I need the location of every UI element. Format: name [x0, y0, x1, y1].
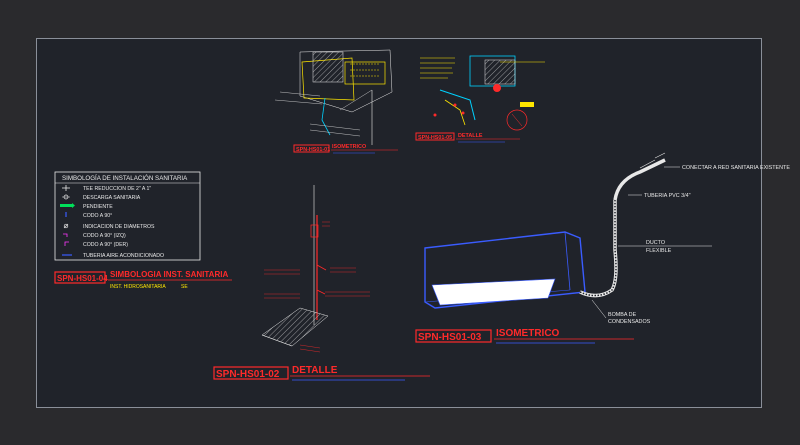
sheet-title: DETALLE — [292, 365, 338, 376]
annotation-pipe: TUBERIA PVC 3/4" — [644, 193, 691, 199]
legend-border — [54, 171, 201, 261]
title-block-legend: SPN-HS01-04 SIMBOLOGIA INST. SANITARIA I… — [54, 270, 232, 290]
annotation-pump-2: CONDENSADOS — [608, 319, 651, 325]
elbow-left-icon — [63, 233, 68, 237]
annotation-duct-2: FLEXIBLE — [646, 248, 672, 254]
sheet-title: DETALLE — [458, 133, 483, 139]
legend-header: SIMBOLOGÍA DE INSTALACIÓN SANITARIA — [62, 175, 188, 182]
sheet-title: ISOMETRICO — [496, 328, 560, 339]
sheet-scale: SE — [181, 284, 188, 290]
detail-top-left: SPN-HS01-01 ISOMETRICO — [274, 49, 398, 154]
annotation-pump-1: BOMBA DE — [608, 312, 637, 318]
legend-item-label: CODO A 90° (IZQ) — [83, 233, 126, 239]
legend-item-label: PENDIENTE — [83, 204, 113, 210]
drawing-sheet-frame — [36, 38, 762, 408]
sheet-code: SPN-HS01-03 — [418, 332, 482, 343]
sheet-code: SPN-HS01-02 — [216, 369, 280, 380]
sheet-code: SPN-HS01-05 — [418, 135, 452, 141]
legend-item-label: TUBERIA AIRE ACONDICIONADO — [83, 253, 164, 259]
sheet-title: ISOMETRICO — [332, 144, 366, 150]
legend-item-label: DESCARGA SANITARIA — [83, 195, 141, 201]
discharge-icon — [62, 194, 70, 200]
sheet-subtitle: INST. HIDROSANITARIA — [110, 284, 166, 290]
legend-table: SIMBOLOGÍA DE INSTALACIÓN SANITARIA — [54, 171, 201, 261]
legend-item-label: CODO A 90° (DER) — [83, 242, 128, 248]
detail-center-pipe: SPN-HS01-02 DETALLE — [213, 185, 430, 381]
legend-symbols — [60, 185, 75, 256]
diameter-icon — [63, 223, 69, 229]
tee-icon — [62, 185, 70, 191]
sheet-code: SPN-HS01-04 — [57, 274, 108, 283]
slope-arrow-icon — [60, 203, 75, 208]
isometric-ac-unit: CONECTAR A RED SANITARIA EXISTENTE TUBER… — [415, 152, 790, 344]
legend-item-label: INDICACION DE DIAMETROS — [83, 224, 155, 230]
sheet-title: SIMBOLOGIA INST. SANITARIA — [110, 270, 228, 279]
sheet-code: SPN-HS01-01 — [296, 147, 330, 153]
legend-item-label: TEE REDUCCION DE 2" A 1" — [83, 186, 151, 192]
legend-item-label: CODO A 90° — [83, 213, 112, 219]
annotation-duct-1: DUCTO — [646, 240, 665, 246]
detail-top-right: SPN-HS01-05 DETALLE — [415, 55, 545, 143]
elbow-right-icon — [64, 241, 69, 246]
annotation-connect: CONECTAR A RED SANITARIA EXISTENTE — [682, 165, 790, 171]
